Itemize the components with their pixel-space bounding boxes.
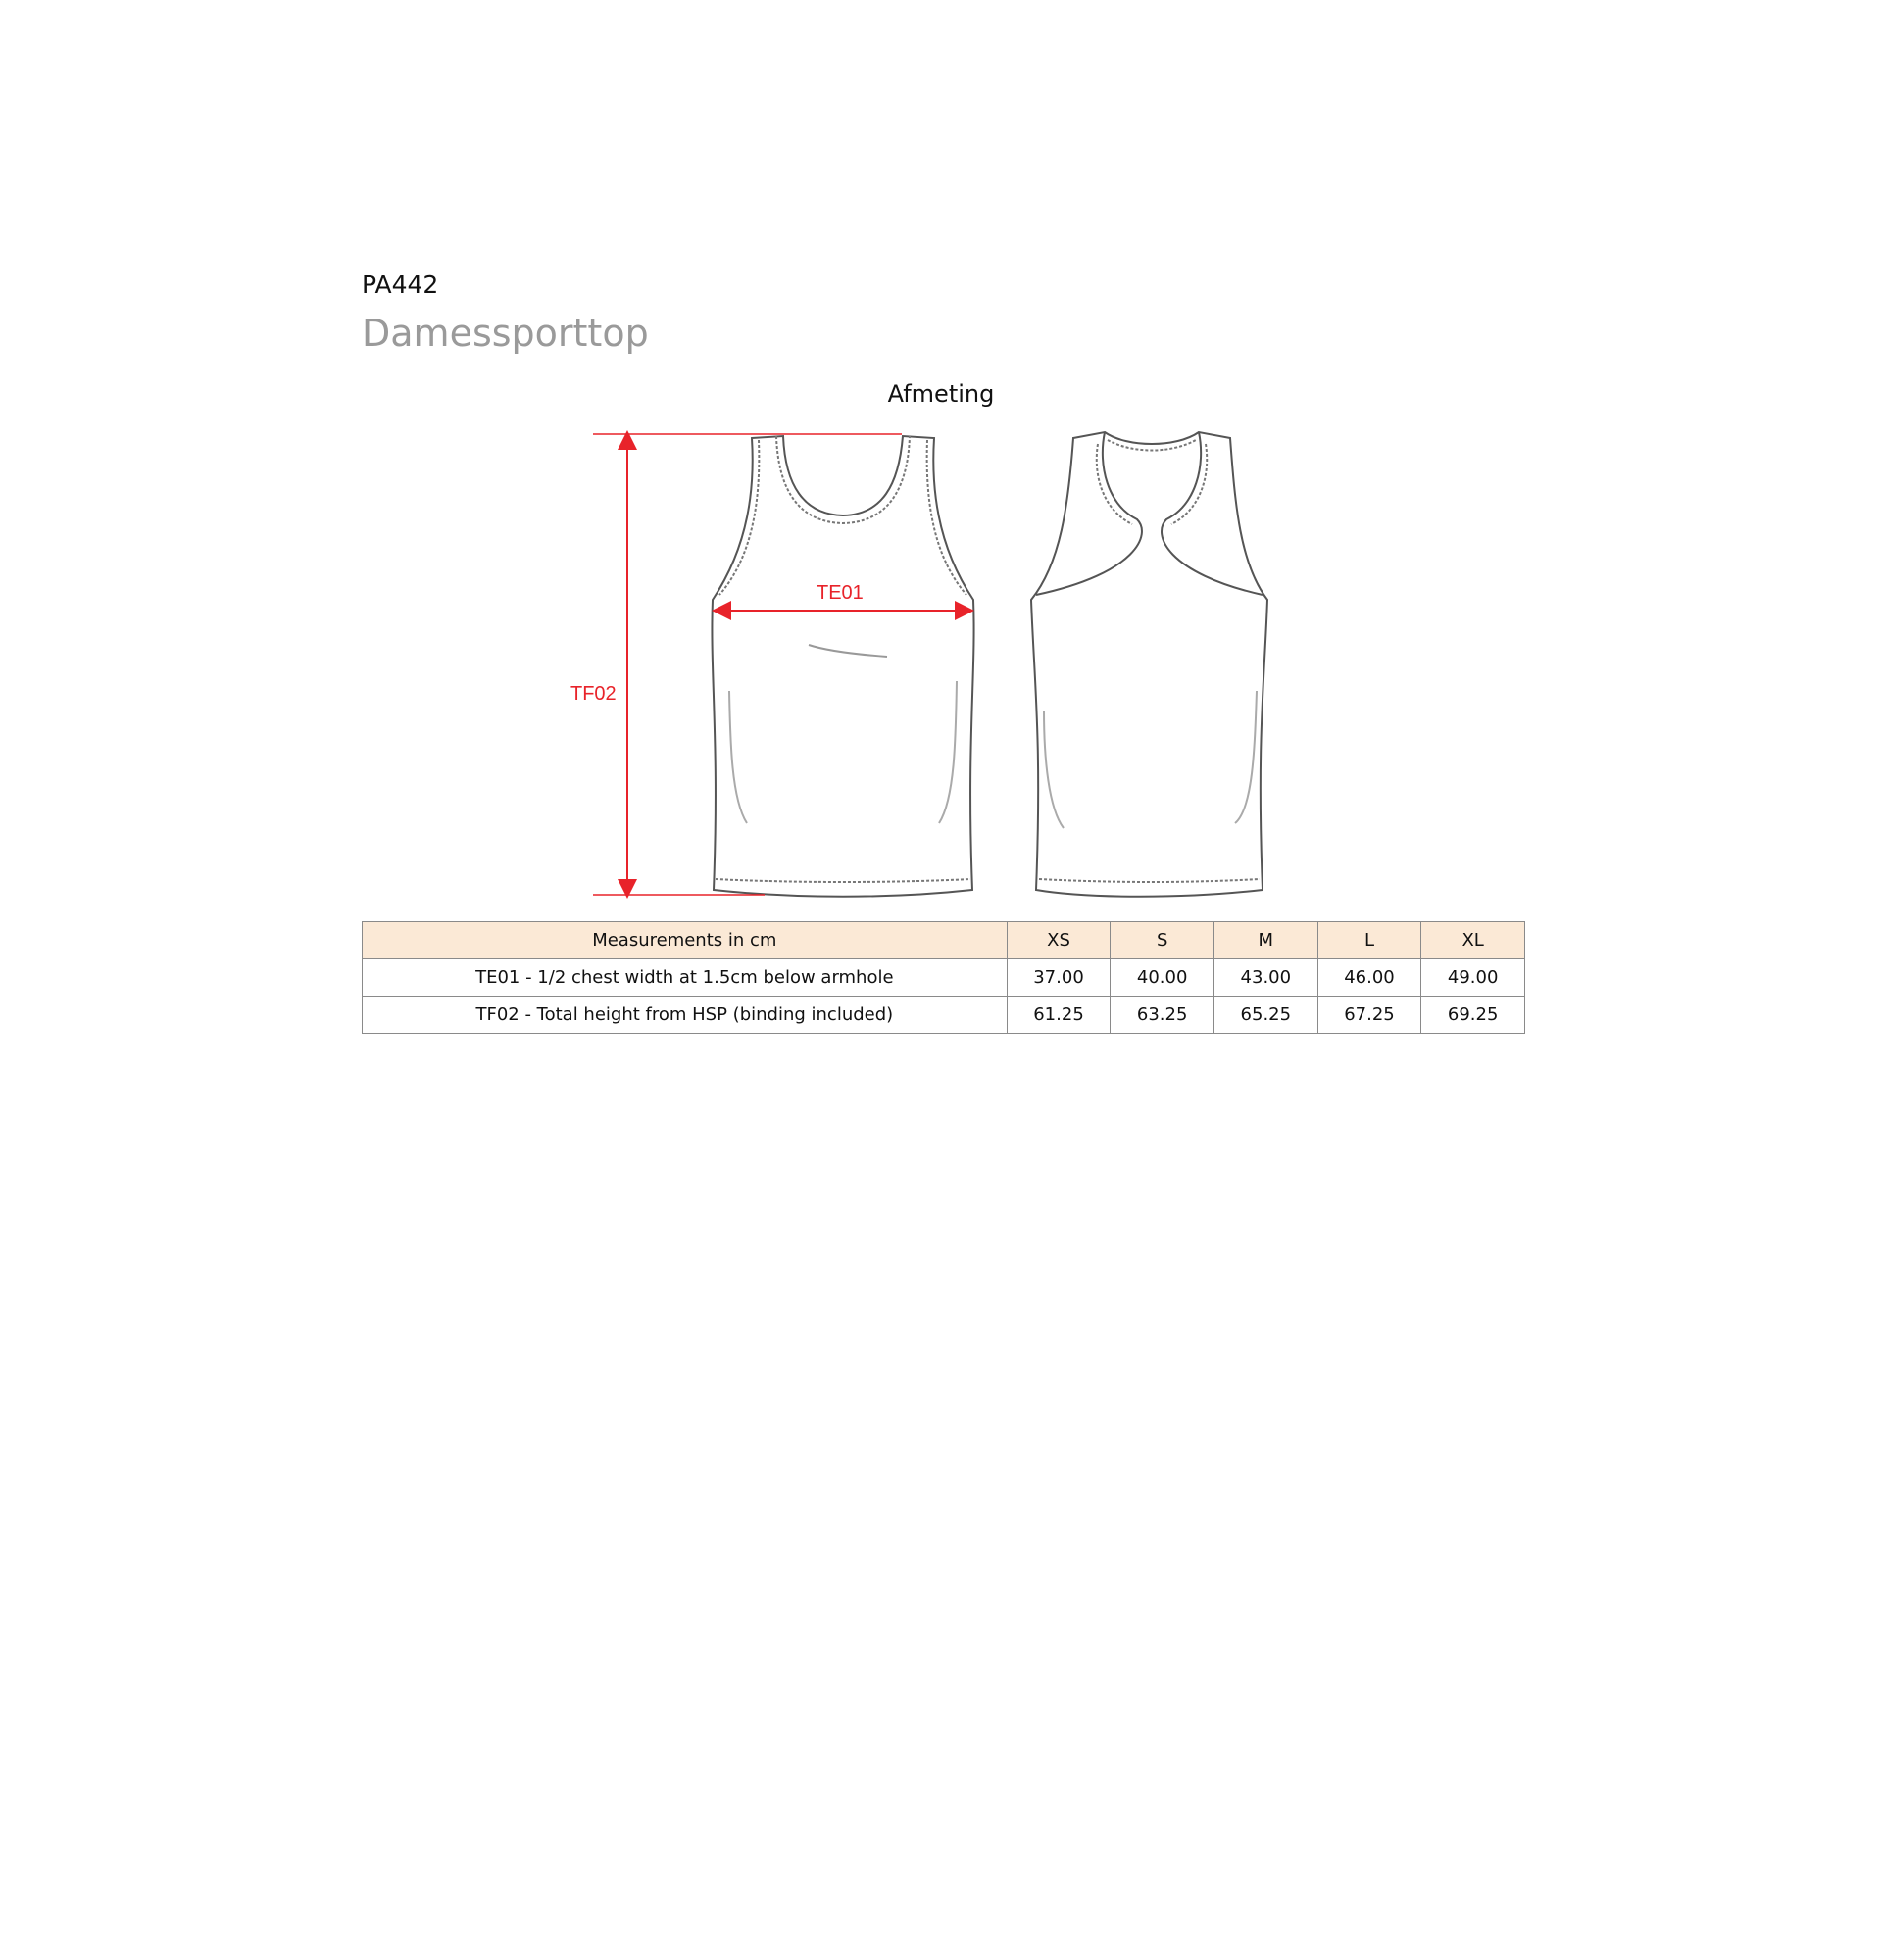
table-row: TF02 - Total height from HSP (binding in… xyxy=(362,996,1525,1034)
cell-value: 65.25 xyxy=(1213,996,1318,1034)
chest-label: TE01 xyxy=(817,582,864,604)
height-measurement-line xyxy=(593,430,902,899)
back-view-garment xyxy=(1029,430,1269,898)
header-measurements-label: Measurements in cm xyxy=(362,921,1008,959)
header-size-xl: XL xyxy=(1420,921,1525,959)
cell-value: 37.00 xyxy=(1006,958,1112,997)
cell-value: 67.25 xyxy=(1316,996,1422,1034)
height-label: TF02 xyxy=(570,683,617,705)
table-row: TE01 - 1/2 chest width at 1.5cm below ar… xyxy=(362,958,1525,997)
cell-value: 61.25 xyxy=(1006,996,1112,1034)
product-code: PA442 xyxy=(362,270,439,299)
header-size-xs: XS xyxy=(1006,921,1112,959)
cell-value: 43.00 xyxy=(1213,958,1318,997)
header-size-s: S xyxy=(1110,921,1214,959)
cell-value: 49.00 xyxy=(1420,958,1525,997)
garment-diagram: TF02 TE01 xyxy=(570,430,1269,899)
product-name: Damessporttop xyxy=(362,312,649,355)
cell-value: 69.25 xyxy=(1420,996,1525,1034)
header-size-l: L xyxy=(1316,921,1422,959)
cell-value: 63.25 xyxy=(1110,996,1214,1034)
header-size-m: M xyxy=(1213,921,1318,959)
row-label: TE01 - 1/2 chest width at 1.5cm below ar… xyxy=(362,958,1008,997)
cell-value: 40.00 xyxy=(1110,958,1214,997)
section-title: Afmeting xyxy=(887,380,995,408)
table-header-row: Measurements in cm XS S M L XL xyxy=(362,921,1525,959)
front-view-garment xyxy=(711,434,975,898)
cell-value: 46.00 xyxy=(1316,958,1422,997)
row-label: TF02 - Total height from HSP (binding in… xyxy=(362,996,1008,1034)
size-table: Measurements in cm XS S M L XL TE01 - 1/… xyxy=(362,921,1525,1034)
